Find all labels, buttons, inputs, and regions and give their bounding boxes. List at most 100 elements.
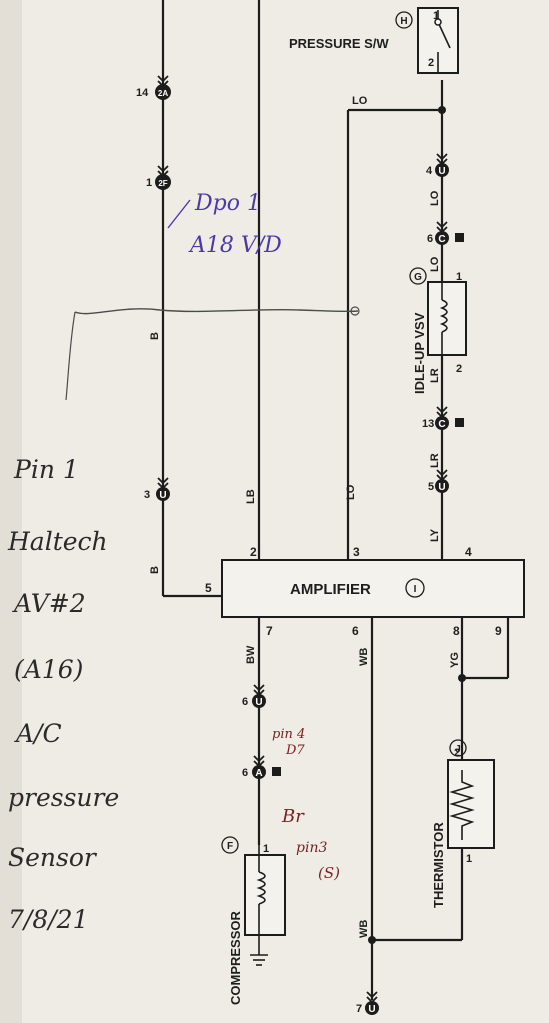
comp-pin-top: 1 [263, 843, 269, 855]
therm-pin-bottom: 1 [466, 853, 472, 865]
comp-ref: F [227, 841, 233, 852]
amp-ref: I [414, 584, 417, 595]
connector-4-U-top: U4 [426, 153, 449, 177]
pressure-switch [417, 7, 459, 74]
wc-lo-top: LO [352, 95, 368, 107]
thermistor-label: THERMISTOR [431, 822, 446, 908]
therm-pin-top: 2 [454, 747, 460, 759]
amp-ref-circle [405, 578, 425, 598]
connector-code: U [159, 490, 166, 501]
vsv-label: IDLE-UP VSV [412, 312, 427, 394]
hw-red-s: (S) [318, 864, 340, 882]
connector-number: 4 [426, 165, 433, 177]
hw-note-1: Pin 1 [13, 455, 79, 484]
wc-b-2: B [149, 566, 161, 574]
connector-6-A: A6 [242, 755, 281, 779]
connector-code: U [255, 697, 262, 708]
therm-ref: J [455, 744, 461, 755]
pencil-line [74, 308, 359, 315]
connector-square-marker [272, 767, 281, 776]
amp-pin-5: 5 [205, 581, 212, 595]
hw-note-4: (A16) [14, 655, 83, 684]
compressor-box [244, 854, 286, 936]
wc-wb-2: WB [358, 920, 370, 938]
connector-code: U [438, 166, 445, 177]
connector-code: A [255, 768, 262, 779]
hw-red-d7: D7 [285, 743, 305, 758]
ps-pin-top: 1 [433, 10, 439, 22]
amp-pin-2: 2 [250, 545, 257, 559]
hw-blue-line2: A18 V/D [188, 233, 282, 258]
ps-pin-bottom: 2 [428, 57, 434, 69]
wc-lb: LB [245, 489, 257, 504]
hw-note-8: 7/8/21 [8, 905, 88, 934]
connector-code: 2A [158, 89, 168, 98]
connector-number: 6 [242, 696, 248, 708]
connector-number: 14 [136, 87, 149, 99]
connector-badge [435, 231, 449, 245]
connector-number: 13 [422, 418, 434, 430]
connector-14-2A: 2A 14 [136, 75, 171, 100]
connector-1-2F: 2F1 [146, 165, 171, 190]
connector-number: 5 [428, 481, 434, 493]
connector-5-U: U5 [428, 469, 449, 493]
junction-wb [368, 936, 376, 944]
hw-red-br: Br [281, 806, 305, 827]
compressor-coil [256, 871, 266, 905]
connector-square-marker [455, 418, 464, 427]
connector-badge [156, 487, 170, 501]
vsv-coil [439, 299, 448, 333]
wc-lr-2: LR [429, 453, 441, 468]
connector-badge [365, 1001, 379, 1015]
amp-pin-6: 6 [352, 624, 359, 638]
connector-number: 6 [242, 767, 248, 779]
ps-ref-circle [395, 11, 413, 29]
vsv-pin-top: 1 [456, 271, 462, 283]
compressor-label: COMPRESSOR [228, 910, 243, 1005]
connector-badge [252, 694, 266, 708]
ps-ref: H [400, 16, 407, 27]
connector-6-C: C6 [427, 221, 464, 245]
connector-code: U [368, 1004, 375, 1015]
wc-lr-1: LR [429, 368, 441, 383]
wc-lo-2: LO [429, 256, 441, 272]
amp-pin-8: 8 [453, 624, 460, 638]
connector-badge [435, 163, 449, 177]
connector-6-U: U6 [242, 684, 266, 708]
connector-badge [435, 416, 449, 430]
hw-note-2: Haltech [7, 527, 108, 556]
amp-pin-3: 3 [353, 545, 360, 559]
connector-7-U: U7 [356, 991, 379, 1015]
hw-note-5: A/C [14, 719, 62, 748]
connector-square-marker [455, 233, 464, 242]
connector-badge [155, 84, 171, 100]
hw-blue-line1: Dpo 1 [194, 191, 261, 216]
switch-contact [434, 18, 442, 26]
pressure-switch-label: PRESSURE S/W [289, 36, 389, 51]
switch-blade [437, 21, 451, 49]
amp-pin-4: 4 [465, 545, 472, 559]
amplifier-box [221, 559, 525, 618]
pencil-line-left [65, 311, 76, 401]
connector-13-C: C13 [422, 406, 464, 430]
connector-3-U: U3 [144, 477, 170, 501]
connector-number: 3 [144, 489, 150, 501]
connector-number: 6 [427, 233, 433, 245]
thermistor-resistor [449, 770, 475, 840]
comp-ref-circle [221, 836, 239, 854]
hw-red-pin3: pin3 [296, 840, 327, 856]
wc-wb-1: WB [358, 648, 370, 666]
hw-note-7: Sensor [8, 843, 98, 872]
amp-pin-7: 7 [266, 624, 273, 638]
connector-badge [155, 174, 171, 190]
wc-yg: YG [449, 652, 461, 668]
connector-badge [252, 765, 266, 779]
connector-code: 2F [158, 179, 167, 188]
vsv-ref-circle [409, 267, 427, 285]
wc-bw: BW [245, 645, 257, 664]
amp-pin-9: 9 [495, 624, 502, 638]
wc-lo-1: LO [429, 190, 441, 206]
wc-b-1: B [149, 332, 161, 340]
